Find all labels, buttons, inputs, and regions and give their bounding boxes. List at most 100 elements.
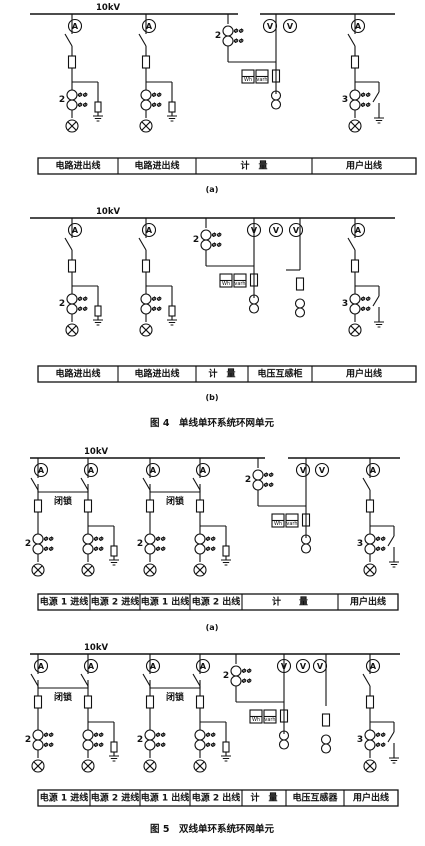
indicator-lamp	[193, 563, 207, 577]
lamp-cross-b	[141, 325, 151, 335]
voltmeter-2: V	[282, 18, 298, 34]
varh-meter-label: varh	[286, 521, 297, 527]
voltmeter-2-circle	[295, 658, 311, 674]
ct-marks-upper: ΦΦ	[94, 732, 104, 739]
ct-marks-upper: ΦΦ	[212, 232, 222, 239]
ct-coil-upper	[194, 729, 206, 741]
voltmeter-2: V	[314, 462, 330, 478]
figure-4-caption: 图 4 单线单环系统环网单元	[150, 417, 274, 429]
fuse	[67, 259, 77, 273]
lamp-cross-b	[141, 121, 151, 131]
lamp-circle	[139, 119, 153, 133]
voltage-label: 10kV	[84, 447, 108, 457]
indicator-lamp	[65, 323, 79, 337]
fuse	[195, 499, 205, 513]
surge-arrester	[167, 286, 177, 326]
vt-coil-lower	[278, 739, 290, 750]
lamp-cross-b	[365, 761, 375, 771]
ammeter-letter: A	[38, 662, 45, 671]
ct-number: 3	[357, 539, 363, 549]
ct-coil-lower	[66, 303, 78, 315]
ct-coil-upper	[200, 229, 212, 241]
arrester-body	[168, 305, 176, 317]
lamp-circle	[65, 119, 79, 133]
voltmeter-2-letter: V	[273, 226, 280, 235]
lamp-cross-b	[145, 565, 155, 575]
meter-ct-number: 2	[193, 235, 199, 245]
wh-meter: Wh	[241, 69, 255, 84]
ammeter: A	[365, 462, 381, 478]
ammeter: A	[83, 462, 99, 478]
cell-label: 计 量	[240, 160, 267, 172]
lamp-circle	[65, 323, 79, 337]
ammeter: A	[145, 658, 161, 674]
switch-blade	[347, 33, 356, 47]
fuse	[145, 695, 155, 709]
indicator-lamp	[363, 759, 377, 773]
lamp-cross-b	[195, 565, 205, 575]
switch-blade	[138, 33, 147, 47]
voltmeter-3-letter: V	[317, 662, 324, 671]
ammeter: A	[365, 658, 381, 674]
ct-coil-lower	[364, 739, 376, 751]
switch-blade	[64, 237, 73, 251]
ct-marks-lower: ΦΦ	[78, 102, 88, 109]
voltmeter-1-letter: V	[251, 226, 258, 235]
lamp-circle	[193, 563, 207, 577]
ct-marks-upper: ΦΦ	[242, 668, 252, 675]
switch-blade	[192, 477, 201, 491]
voltage-transformer	[294, 298, 306, 318]
ground	[221, 755, 231, 762]
vt-coil-upper	[320, 734, 332, 745]
ct-marks-upper: ΦΦ	[152, 92, 162, 99]
voltmeter-2-letter: V	[287, 22, 294, 31]
ammeter: A	[141, 222, 157, 238]
ct-coil-upper	[144, 533, 156, 545]
ct-number: 3	[342, 95, 348, 105]
fuse	[33, 499, 43, 513]
ct-coil-upper	[140, 293, 152, 305]
indicator-lamp	[143, 759, 157, 773]
voltage-transformer	[300, 534, 312, 554]
earthing-switch	[372, 82, 384, 124]
fuse	[321, 713, 331, 727]
ct-marks-upper: ΦΦ	[361, 296, 371, 303]
fuse	[295, 277, 305, 291]
ct-number: 2	[137, 539, 143, 549]
cell-label: 电源 2 进线	[91, 792, 140, 804]
ct-coil-lower	[32, 543, 44, 555]
ammeter-circle	[350, 18, 366, 34]
ct-coil-upper	[144, 729, 156, 741]
ammeter: A	[83, 658, 99, 674]
wh-meter: Wh	[271, 513, 285, 528]
ct-marks-upper: ΦΦ	[44, 732, 54, 739]
cell-label-bar: 电路进出线电路进出线计 量电压互感柜用户出线	[37, 365, 417, 383]
wh-meter-label: Wh	[274, 521, 282, 527]
ct-marks-upper: ΦΦ	[78, 92, 88, 99]
ct-marks-lower: ΦΦ	[376, 742, 386, 749]
switch-blade	[142, 673, 151, 687]
ct-marks-upper: ΦΦ	[156, 536, 166, 543]
cell-label: 电路进出线	[134, 368, 179, 380]
voltmeter-2-circle	[282, 18, 298, 34]
cell-label: 用户出线	[345, 368, 382, 380]
indicator-lamp	[139, 119, 153, 133]
cell-label: 电源 2 出线	[192, 792, 241, 804]
ct-marks-lower: ΦΦ	[361, 102, 371, 109]
sublabel-4a: (a)	[206, 185, 219, 194]
ammeter: A	[67, 18, 83, 34]
lamp-circle	[363, 563, 377, 577]
ct-marks-upper: ΦΦ	[206, 732, 216, 739]
voltmeter-1: V	[262, 18, 278, 34]
indicator-lamp	[193, 759, 207, 773]
ammeter-circle	[67, 18, 83, 34]
arrester-body	[222, 545, 230, 557]
voltmeter-1: V	[246, 222, 262, 238]
